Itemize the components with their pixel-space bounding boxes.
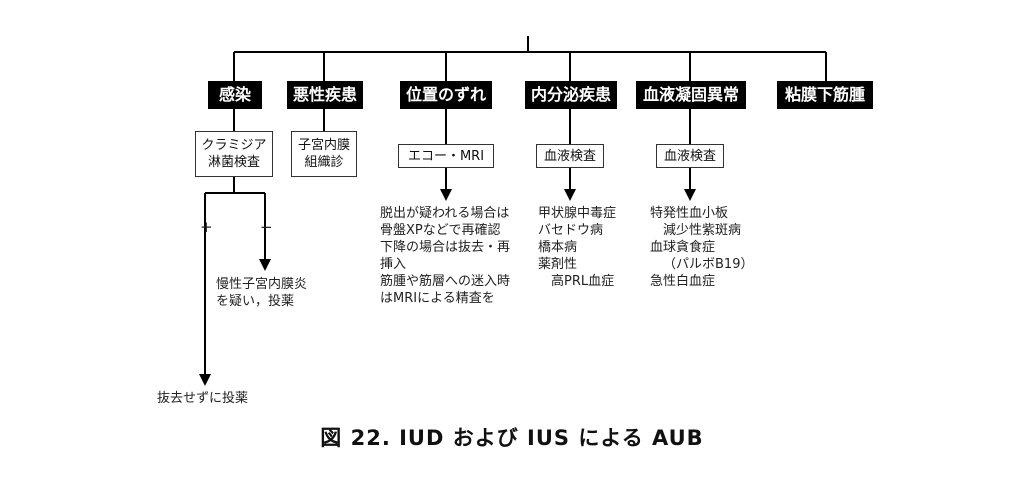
endocrine-result-line: バセドウ病 — [538, 223, 604, 238]
coagulation-result-line: 減少性紫斑病 — [663, 223, 742, 238]
category-infection: 感染 — [208, 81, 262, 109]
endocrine-test-box: 血液検査 — [536, 144, 604, 168]
plus-arrowhead — [199, 374, 211, 386]
plus-result: 抜去せずに投薬 — [157, 391, 249, 406]
coagulation-arrowhead — [684, 189, 696, 201]
endocrine-result: 甲状腺中毒症 バセドウ病 橋本病 薬剤性 高PRL血症 — [538, 205, 616, 290]
minus-result-line2: を疑い，投薬 — [216, 294, 295, 309]
displacement-result-line: 下降の場合は抜去・再 — [380, 240, 511, 255]
malignancy-test-line2: 組織診 — [304, 155, 344, 170]
coagulation-test-box: 血液検査 — [656, 144, 724, 168]
displacement-arrowhead — [440, 189, 452, 201]
displacement-result-line: 骨盤XPなどで再確認 — [380, 223, 501, 238]
displacement-result-line: 挿入 — [380, 257, 407, 272]
displacement-result-line: 脱出が疑われる場合は — [380, 206, 510, 221]
endocrine-result-line: 甲状腺中毒症 — [538, 206, 617, 221]
infection-test-line2: 淋菌検査 — [207, 155, 260, 170]
coagulation-result-line: 血球貪食症 — [650, 240, 716, 255]
coagulation-result-line: 特発性血小板 — [650, 206, 729, 221]
infection-test-line1: クラミジア — [201, 138, 267, 153]
minus-arrowhead — [259, 259, 271, 271]
displacement-test-box: エコー・MRI — [398, 144, 494, 168]
coagulation-result-line: （パルボB19） — [663, 257, 754, 272]
minus-result-line1: 慢性子宮内膜炎 — [216, 277, 308, 292]
minus-sign: − — [260, 218, 273, 236]
category-malignancy: 悪性疾患 — [287, 81, 363, 109]
displacement-result-line: 筋腫や筋層への迷入時 — [380, 274, 511, 289]
plus-sign: + — [200, 218, 213, 236]
category-displacement: 位置のずれ — [400, 81, 492, 109]
endocrine-result-line: 高PRL血症 — [551, 274, 615, 289]
endocrine-arrowhead — [564, 189, 576, 201]
malignancy-test-line1: 子宮内膜 — [297, 138, 350, 153]
category-endocrine: 内分泌疾患 — [525, 81, 617, 109]
displacement-test: エコー・MRI — [407, 148, 485, 164]
malignancy-test-box: 子宮内膜 組織診 — [291, 131, 357, 177]
infection-test-box: クラミジア 淋菌検査 — [195, 131, 273, 177]
category-submucosal-myoma: 粘膜下筋腫 — [777, 81, 873, 109]
endocrine-result-line: 薬剤性 — [538, 257, 578, 272]
displacement-result: 脱出が疑われる場合は 骨盤XPなどで再確認 下降の場合は抜去・再 挿入 筋腫や筋… — [380, 205, 510, 307]
endocrine-test: 血液検査 — [543, 148, 596, 164]
coagulation-test: 血液検査 — [663, 148, 716, 164]
displacement-result-line: はMRIによる精査を — [380, 291, 495, 306]
category-coagulation: 血液凝固異常 — [636, 81, 746, 109]
endocrine-result-line: 橋本病 — [538, 240, 578, 255]
figure-caption: 図 22. IUD および IUS による AUB — [320, 426, 704, 450]
minus-result: 慢性子宮内膜炎 を疑い，投薬 — [216, 276, 307, 310]
coagulation-result-line: 急性白血症 — [650, 274, 716, 289]
coagulation-result: 特発性血小板 減少性紫斑病 血球貪食症 （パルボB19） 急性白血症 — [650, 205, 753, 290]
